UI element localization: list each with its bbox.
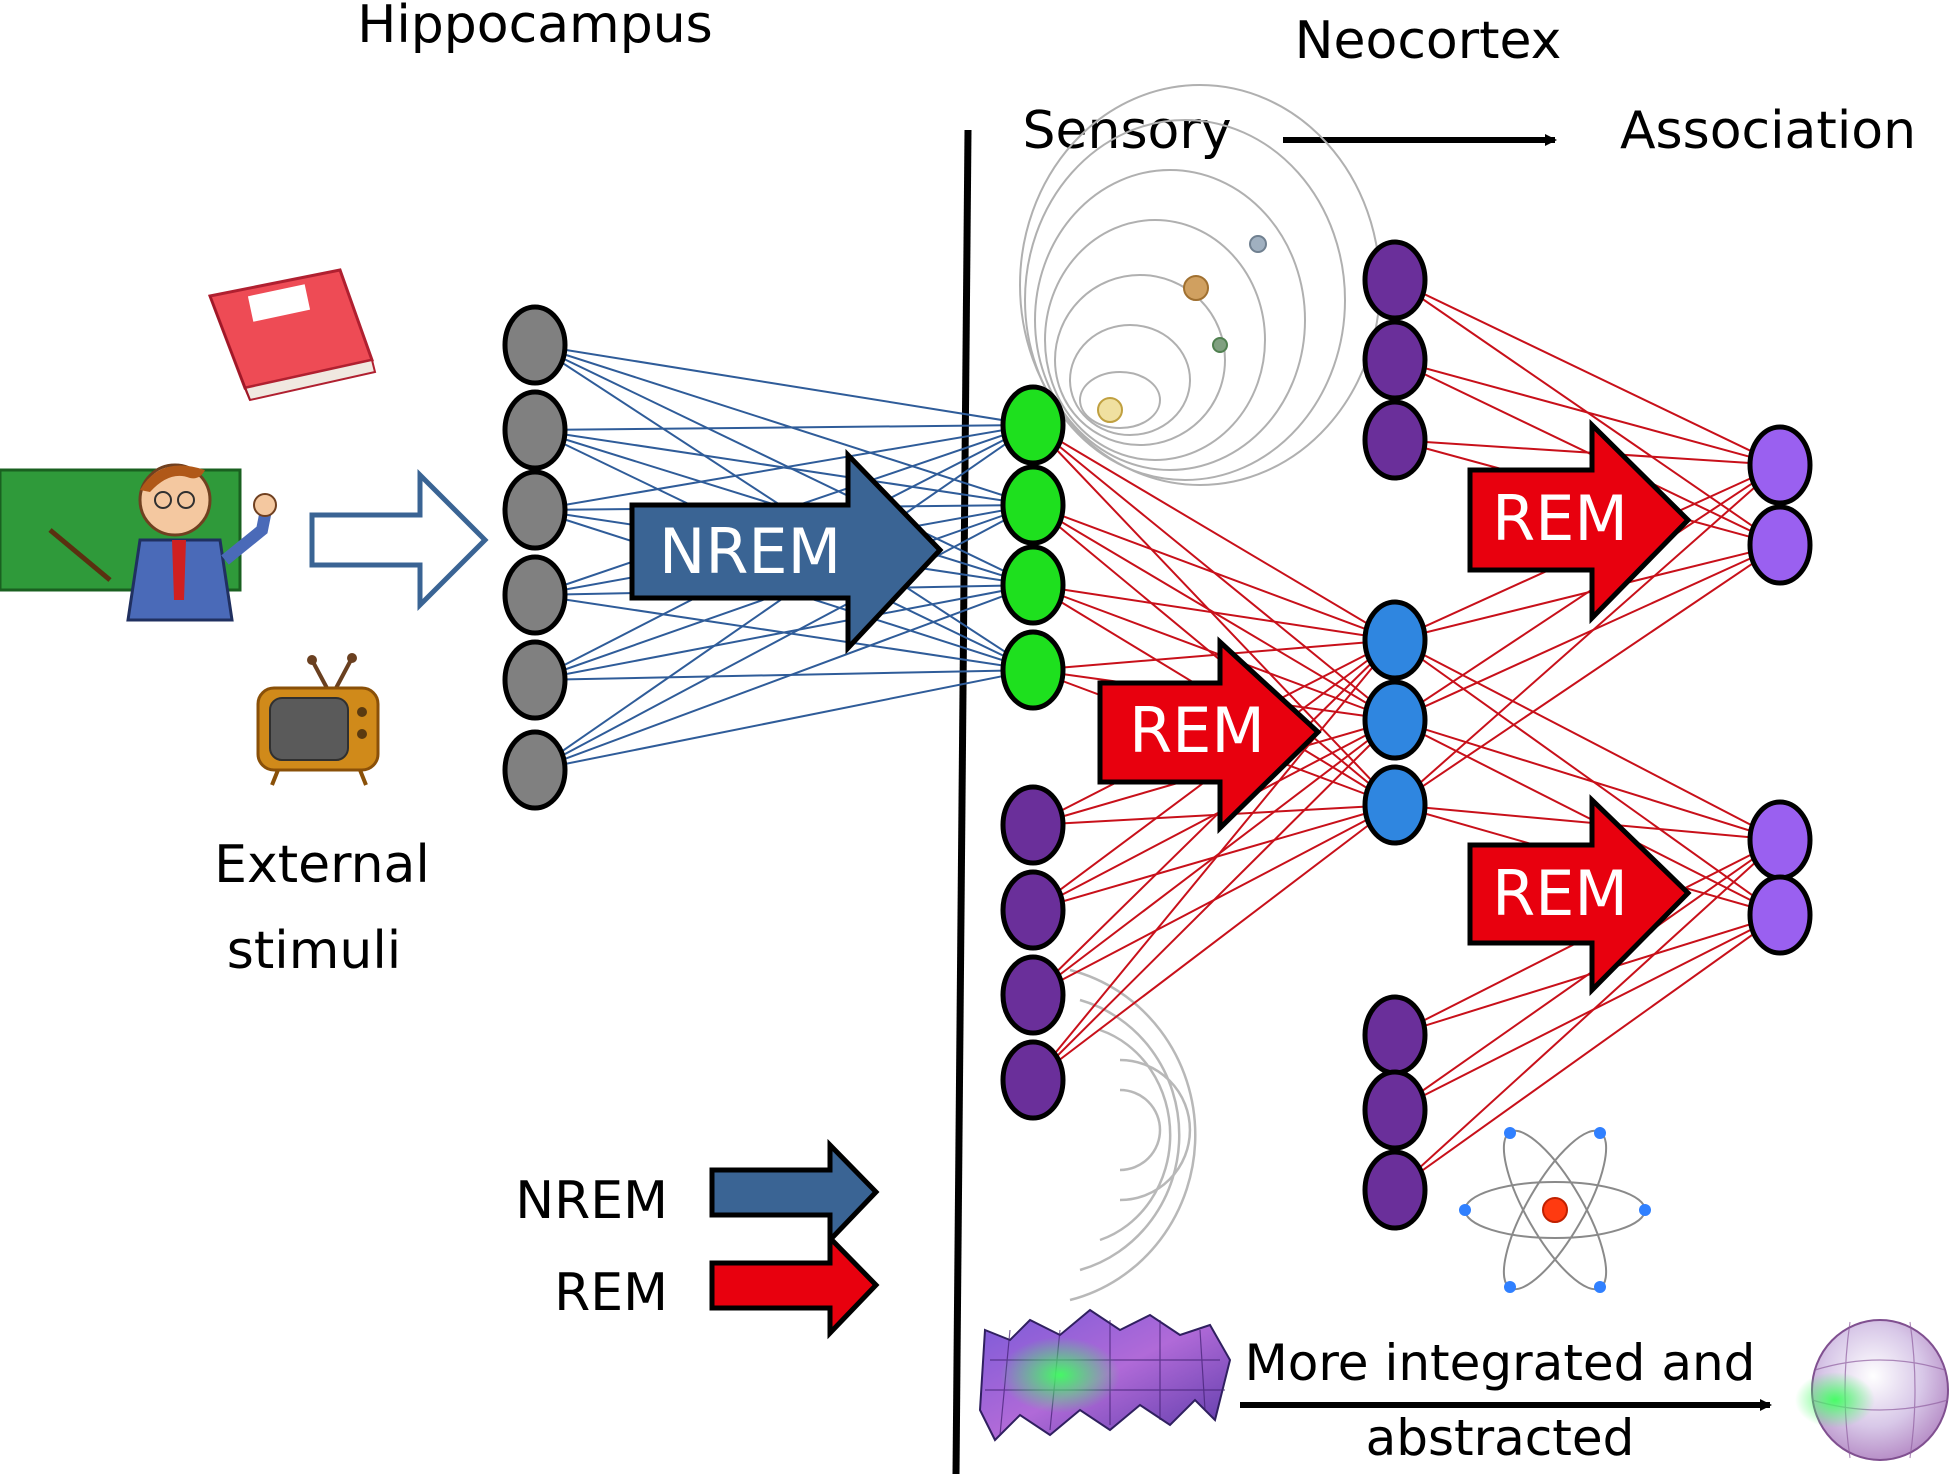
rem-link (1032, 719, 1396, 1081)
association-blue-node (1362, 599, 1428, 681)
hippocampus-node (502, 469, 568, 551)
solar-system-icon (1019, 84, 1381, 486)
smooth-surface-icon (1795, 1319, 1949, 1461)
sensory-purple-node (1000, 1039, 1066, 1121)
hippocampus-node (502, 639, 568, 721)
association-output-node (1747, 504, 1813, 586)
legend-rem-label: REM (554, 1263, 668, 1323)
hippocampus-node (502, 389, 568, 471)
rem-link (1032, 719, 1396, 996)
nrem-link (534, 344, 1034, 586)
rem-link (1032, 504, 1396, 641)
rem-link (1394, 804, 1781, 841)
rem-link (1394, 839, 1781, 1111)
association-output-node (1747, 799, 1813, 881)
hippocampus-node (502, 304, 568, 386)
association-purple-node (1362, 1069, 1428, 1151)
rem-link (1394, 839, 1781, 1191)
rem-arrow-2-label: REM (1492, 482, 1628, 555)
rough-surface-icon (978, 1308, 1232, 1442)
association-purple-node (1362, 1149, 1428, 1231)
neocortex-links (1032, 279, 1781, 1191)
association-output-node (1747, 874, 1813, 956)
association-blue-node (1362, 764, 1428, 846)
nrem-link (534, 669, 1034, 771)
association-output-node (1747, 424, 1813, 506)
nrem-link (534, 584, 1034, 771)
rem-link (1394, 914, 1781, 1191)
association-label: Association (1620, 101, 1916, 161)
rem-link (1394, 639, 1781, 841)
rem-link (1394, 719, 1781, 841)
external-stimuli-label-line1: External (214, 835, 430, 895)
external-stimuli-label-line2: stimuli (227, 921, 401, 981)
rem-link (1032, 424, 1396, 806)
rem-arrow-2: REM (1467, 419, 1692, 625)
teacher-icon (0, 463, 277, 622)
nrem-big-arrow-label: NREM (659, 515, 841, 588)
association-purple-node (1362, 239, 1428, 321)
rem-link (1394, 439, 1781, 466)
nrem-link (534, 584, 1034, 681)
rem-link (1032, 719, 1396, 911)
hippocampus-label: Hippocampus (357, 0, 713, 55)
neuron-nodes (502, 239, 1813, 1231)
sensory-label: Sensory (1022, 101, 1231, 161)
rem-arrow-3: REM (1467, 794, 1692, 997)
rem-link (1032, 584, 1396, 641)
rem-link (1032, 639, 1396, 1081)
sensory-node (1000, 464, 1066, 546)
rem-link (1394, 719, 1781, 916)
stimuli-to-hippocampus-arrow (309, 468, 489, 612)
sensory-purple-node (1000, 869, 1066, 951)
nrem-link (534, 504, 1034, 771)
neocortex-label: Neocortex (1295, 11, 1562, 71)
association-purple-node (1362, 399, 1428, 481)
rem-link (1394, 914, 1781, 1111)
association-blue-node (1362, 679, 1428, 761)
legend-nrem-label: NREM (515, 1171, 668, 1231)
rem-link (1032, 639, 1396, 671)
rem-link (1394, 359, 1781, 466)
rem-link (1032, 424, 1396, 641)
red-book-icon (207, 268, 377, 402)
rem-arrow-1-label: REM (1129, 694, 1265, 767)
sensory-node (1000, 544, 1066, 626)
rem-link (1394, 464, 1781, 721)
rem-link (1032, 804, 1396, 1081)
nrem-link (534, 424, 1034, 511)
sensory-node (1000, 384, 1066, 466)
nrem-big-arrow: NREM (629, 448, 944, 655)
sensory-node (1000, 629, 1066, 711)
integration-label-line1: More integrated and (1245, 1334, 1756, 1392)
rem-arrow-3-label: REM (1492, 857, 1628, 930)
rem-link (1394, 639, 1781, 916)
nrem-link (534, 344, 1034, 426)
rem-link (1032, 639, 1396, 996)
divider-line (952, 129, 972, 1474)
tv-icon (256, 653, 380, 786)
legend-nrem-arrow (709, 1138, 880, 1247)
rem-link (1394, 544, 1781, 806)
integration-label-line2: abstracted (1366, 1409, 1635, 1467)
rem-link (1394, 544, 1781, 721)
sound-wave-icon (1069, 968, 1197, 1302)
sensory-purple-node (1000, 954, 1066, 1036)
rem-link (1394, 464, 1781, 806)
rem-link (1032, 584, 1396, 721)
hippocampus-node (502, 554, 568, 636)
legend-rem-arrow (709, 1231, 880, 1340)
sensory-purple-node (1000, 784, 1066, 866)
nrem-link (534, 344, 1034, 506)
hippocampus-node (502, 729, 568, 811)
association-purple-node (1362, 994, 1428, 1076)
rem-arrow-1: REM (1097, 636, 1322, 834)
nrem-link (534, 424, 1034, 431)
association-purple-node (1362, 319, 1428, 401)
rem-link (1394, 279, 1781, 466)
atom-icon (1459, 1127, 1651, 1293)
nrem-link (534, 669, 1034, 681)
